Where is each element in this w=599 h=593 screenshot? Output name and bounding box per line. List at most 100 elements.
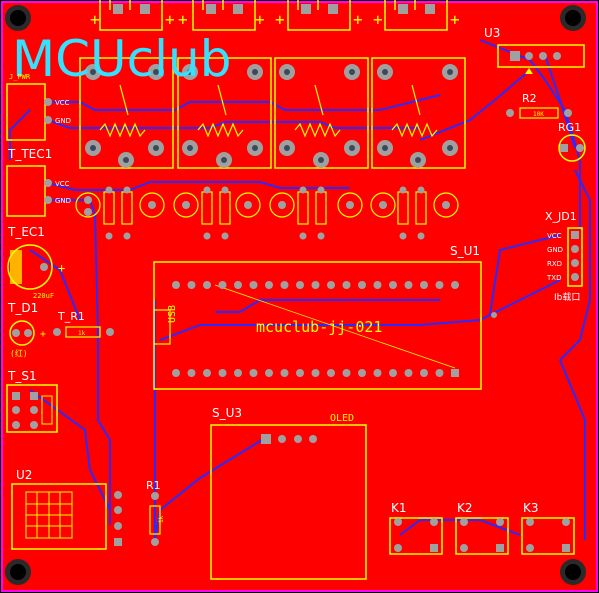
mcu-pin (327, 369, 335, 377)
mcu-pin (420, 281, 428, 289)
mounting-holes (5, 5, 586, 585)
svg-text:+: + (450, 10, 460, 29)
logo-text: MCUclub (12, 30, 231, 88)
s-u1-mcu-module: S_U1 USB mcuclub-jj-021 (153, 244, 482, 390)
svg-text:220uF: 220uF (33, 292, 54, 300)
svg-text:Ib载口: Ib载口 (554, 291, 580, 303)
x-jd1-port: X_JD1 VCC GND RXD TXD Ib载口 (545, 210, 583, 303)
ratsnest-line (214, 284, 456, 369)
via (491, 312, 497, 318)
svg-text:GND: GND (547, 246, 563, 254)
svg-text:10K: 10K (533, 111, 544, 118)
svg-text:VCC: VCC (547, 232, 562, 240)
mcu-pin (389, 281, 397, 289)
mcu-pin (265, 281, 273, 289)
svg-text:GND: GND (55, 197, 71, 205)
svg-text:USB: USB (167, 305, 178, 323)
svg-text:+: + (373, 10, 383, 29)
mcu-pin (342, 281, 351, 289)
svg-text:RXD: RXD (547, 260, 562, 268)
svg-text:U2: U2 (16, 468, 32, 482)
mcu-pin (280, 369, 289, 377)
svg-text:1k: 1k (158, 515, 165, 523)
mcu-pin (311, 281, 320, 289)
mcu-pin (218, 281, 227, 289)
svg-text:+: + (58, 261, 65, 275)
svg-text:R2: R2 (522, 92, 537, 105)
mcu-pin (203, 369, 211, 377)
svg-text:VCC: VCC (55, 99, 70, 107)
board-name: mcuclub-jj-021 (256, 318, 382, 336)
mcu-pin (420, 369, 428, 377)
rg1-sensor: RG1 (558, 121, 586, 162)
t-d1-led: T_D1 + (红) (7, 301, 46, 358)
relays (79, 57, 466, 169)
svg-text:+: + (165, 10, 175, 29)
svg-text:+: + (275, 10, 285, 29)
top-connector-pads (113, 4, 435, 14)
svg-text:K3: K3 (523, 501, 539, 515)
mcu-pin (451, 369, 459, 377)
svg-text:R1: R1 (146, 479, 161, 492)
svg-text:RG1: RG1 (558, 121, 581, 134)
svg-text:+: + (353, 10, 363, 29)
mcu-pin (172, 369, 180, 377)
top-connectors (99, 0, 448, 31)
svg-text:K2: K2 (457, 501, 473, 515)
svg-text:S_U3: S_U3 (212, 406, 242, 420)
mcu-pin (389, 369, 397, 377)
svg-text:T_EC1: T_EC1 (7, 225, 45, 239)
t-r1-resistor: T_R1 1k (53, 310, 114, 338)
mcu-pin (249, 369, 258, 377)
mcu-pin (203, 281, 211, 289)
t-tec1-connector: T_TEC1 VCC GND (6, 147, 71, 217)
mcu-pin (280, 281, 289, 289)
mcu-pin (327, 281, 335, 289)
svg-text:K1: K1 (391, 501, 407, 515)
mcu-pin (296, 281, 304, 289)
svg-text:+: + (255, 10, 265, 29)
svg-text:X_JD1: X_JD1 (545, 210, 577, 223)
mcu-pin (234, 281, 242, 289)
svg-text:GND: GND (55, 117, 71, 125)
mcu-pin (172, 281, 180, 289)
svg-text:T_R1: T_R1 (57, 310, 85, 323)
r2-resistor: R2 10K (506, 92, 572, 119)
s-u3-oled: S_U3 OLED (210, 406, 367, 580)
mcu-pin (404, 281, 413, 289)
key-buttons: K1 K2 K3 (389, 501, 575, 555)
mcu-pin (265, 369, 273, 377)
mcu-pin (187, 281, 196, 289)
svg-text:J_PWR: J_PWR (9, 73, 31, 81)
j-pwr-connector: J_PWR VCC GND (6, 73, 71, 141)
r1-resistor: R1 1k (146, 479, 165, 546)
mcu-pin (358, 281, 366, 289)
svg-text:(红): (红) (10, 348, 28, 358)
mcu-pin (435, 369, 444, 377)
t-ec1-capacitor: T_EC1 + 220uF (7, 225, 65, 300)
svg-text:T_TEC1: T_TEC1 (7, 147, 52, 161)
svg-text:1k: 1k (78, 330, 86, 337)
driver-components-row (75, 191, 459, 225)
svg-text:S_U1: S_U1 (450, 244, 480, 258)
mcu-pin (373, 281, 382, 289)
mcu-pin (296, 369, 304, 377)
svg-text:OLED: OLED (330, 413, 354, 424)
t-s1-switch: T_S1 (6, 369, 58, 433)
relay-drills (90, 69, 453, 163)
mcu-pin (404, 369, 413, 377)
mcu-pin (435, 281, 444, 289)
svg-text:+: + (40, 329, 46, 340)
u2-module: U2 (11, 468, 122, 550)
svg-text:T_D1: T_D1 (7, 301, 38, 315)
svg-text:+: + (90, 10, 100, 29)
traces (9, 39, 591, 541)
mcu-pin (187, 369, 196, 377)
svg-text:T_S1: T_S1 (7, 369, 37, 383)
top-plus-signs: + + + + + + + + (90, 10, 460, 29)
driver-pads (84, 186, 450, 240)
mcu-pin (358, 369, 366, 377)
svg-text:U3: U3 (484, 26, 500, 40)
